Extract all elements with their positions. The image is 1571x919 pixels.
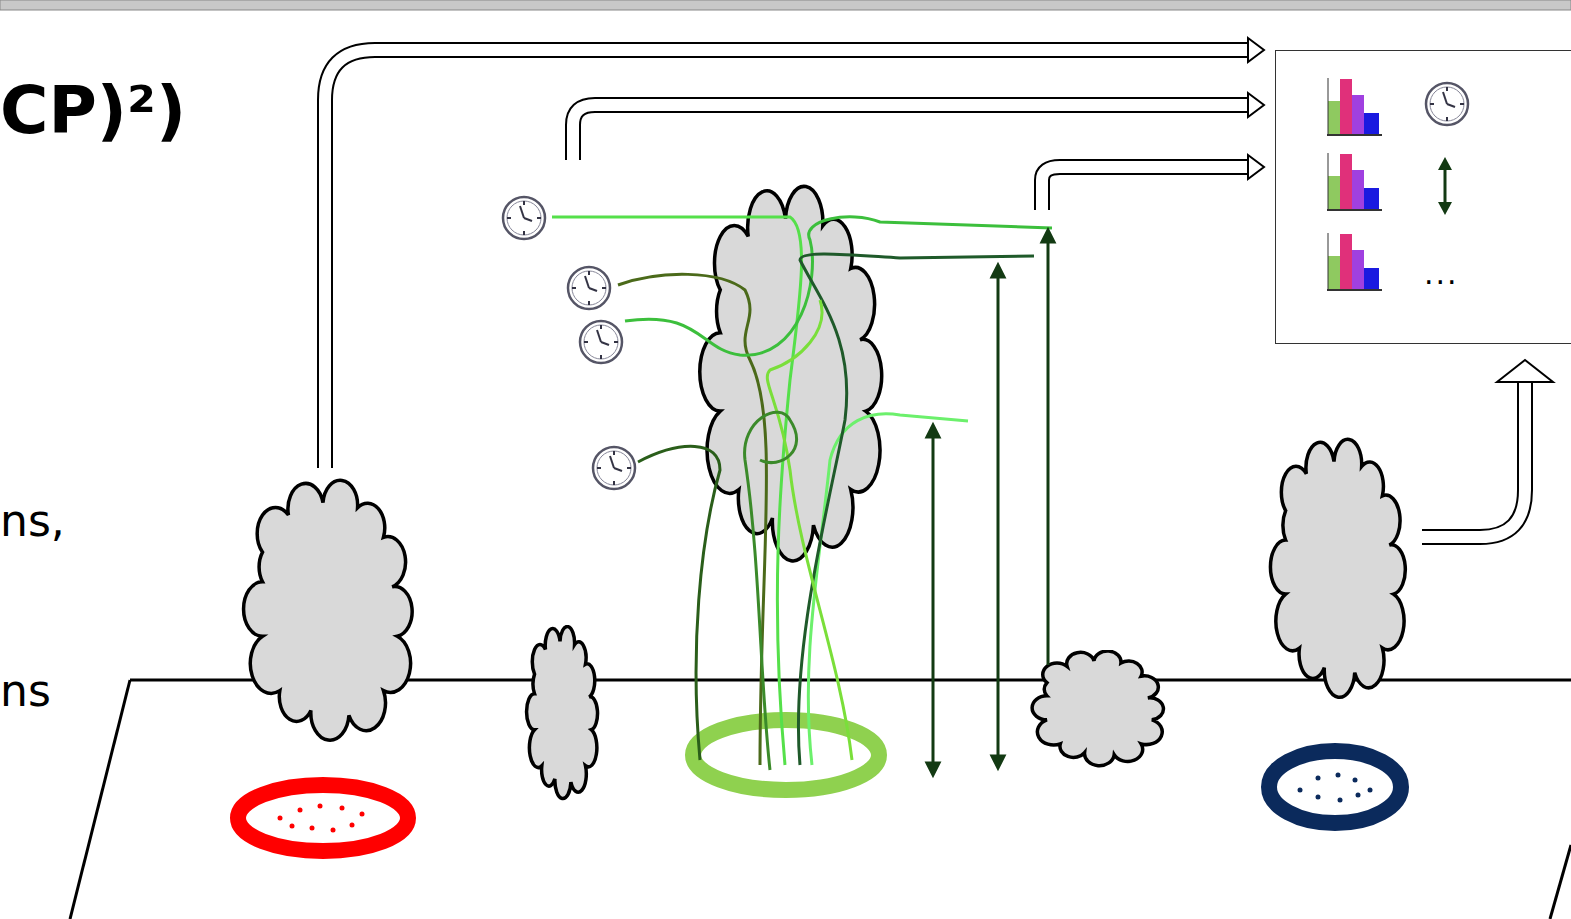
- text-fragment: ns: [0, 665, 51, 716]
- header-bar: [0, 0, 1571, 10]
- trajectories: [552, 217, 1052, 770]
- clocks: [503, 197, 635, 489]
- box-text: ...: [1424, 256, 1459, 291]
- result-box: ...: [1275, 50, 1571, 344]
- height-arrows: [927, 230, 1054, 775]
- source-rings: [238, 720, 1401, 851]
- result-icons: [1327, 78, 1468, 290]
- clouds: [244, 186, 1406, 798]
- title: CP)²): [0, 72, 186, 149]
- text-fragment: ns,: [0, 495, 65, 546]
